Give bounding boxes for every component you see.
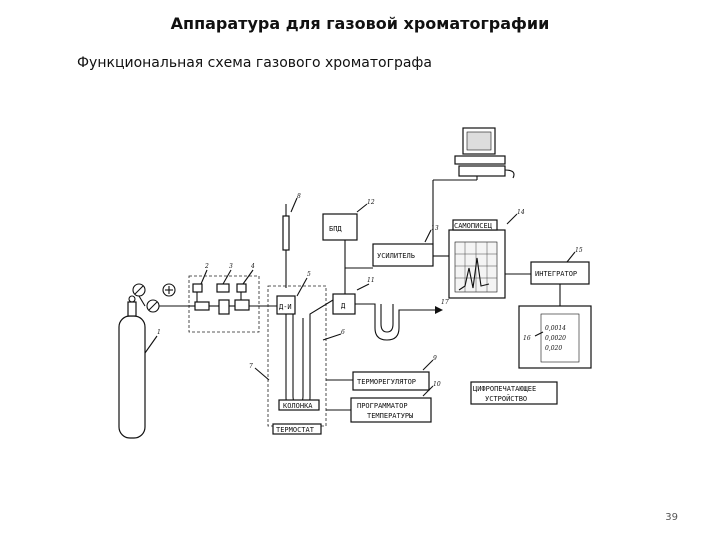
label-number-11: 11	[367, 277, 375, 284]
printout-value-3: 0,020	[545, 345, 562, 352]
digital-printer-label-2: УСТРОЙСТВО	[485, 394, 527, 403]
flow-control-unit: 2 3 4	[188, 263, 283, 333]
label-number-6: 6	[341, 329, 345, 336]
outlet-trap: 17	[355, 299, 449, 341]
detector-label: Д	[341, 302, 346, 310]
label-number-15: 15	[575, 247, 583, 254]
digital-printer-label-1: ЦИФРОПЕЧАТАЮЩЕЕ	[473, 385, 536, 393]
programmer-label-2: ТЕМПЕРАТУРЫ	[367, 412, 413, 420]
injector: Д-И 5	[276, 271, 311, 315]
page-subtitle: Функциональная схема газового хроматогра…	[77, 55, 432, 71]
thermoregulator-label: ТЕРМОРЕГУЛЯТОР	[357, 378, 416, 386]
label-number-9: 9	[433, 355, 437, 362]
integrator-label: ИНТЕГРАТОР	[535, 270, 577, 278]
column-label: КОЛОНКА	[283, 402, 313, 410]
label-number-5: 5	[307, 271, 311, 278]
page-number: 39	[665, 512, 678, 523]
label-number-14: 14	[517, 209, 525, 216]
label-number-2: 2	[204, 263, 209, 270]
label-number-16: 16	[523, 335, 531, 342]
amplifier-label: УСИЛИТЕЛЬ	[377, 252, 415, 260]
chromatograph-schematic: 1 2 3 4 8	[118, 127, 592, 439]
printout-value-2: 0,0020	[545, 335, 566, 342]
recorder-label: САМОПИСЕЦ	[454, 222, 493, 230]
label-number-3: 3	[229, 263, 233, 270]
label-number-4: 4	[250, 263, 255, 270]
programmer-label-1: ПРОГРАММАТОР	[357, 402, 408, 410]
page-title: Аппаратура для газовой хроматографии	[170, 14, 550, 33]
computer-icon	[432, 127, 515, 244]
label-number-10: 10	[433, 381, 441, 388]
thermostat-box	[272, 423, 322, 435]
amplifier-block: УСИЛИТЕЛЬ 13	[345, 225, 439, 269]
detector: Д 11 6	[322, 277, 375, 341]
temperature-programmer-block: ПРОГРАММАТОР ТЕМПЕРАТУРЫ 10	[326, 381, 441, 423]
gas-cylinder: 1	[118, 295, 161, 439]
printout-value-1: 0,0014	[545, 325, 566, 332]
recorder-block: САМОПИСЕЦ 14	[433, 209, 525, 299]
syringe: 8	[282, 193, 301, 288]
column-box	[278, 399, 320, 411]
label-number-1: 1	[157, 329, 161, 336]
label-number-7: 7	[249, 363, 253, 370]
injector-label: Д-И	[279, 303, 292, 311]
label-number-8: 8	[297, 193, 301, 200]
pressure-gauges	[132, 283, 189, 313]
bpd-block: БПД 12	[322, 199, 375, 294]
bpd-label: БПД	[329, 225, 342, 233]
label-number-13: 13	[431, 225, 439, 232]
label-number-12: 12	[367, 199, 375, 206]
thermoregulator-block: ТЕРМОРЕГУЛЯТОР 9	[326, 355, 437, 391]
digital-printer-block: 0,0014 0,0020 0,020 16 ЦИФРОПЕЧАТАЮЩЕЕ У…	[470, 305, 592, 405]
integrator-block: ИНТЕГРАТОР 15	[505, 247, 590, 306]
label-number-17: 17	[441, 299, 449, 306]
thermostat-label: ТЕРМОСТАТ	[276, 426, 315, 434]
